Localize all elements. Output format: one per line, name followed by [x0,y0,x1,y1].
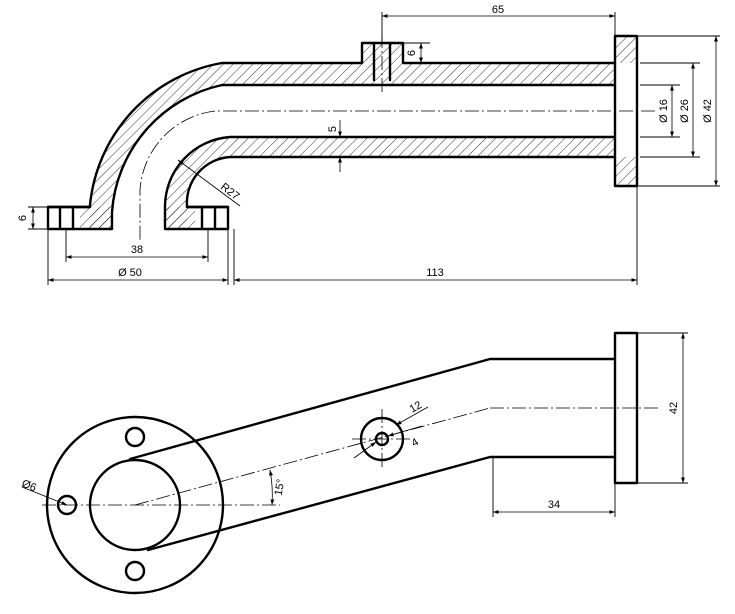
dim-text-5: 5 [327,126,339,132]
plan-view: Ø6 12 4 15° 42 34 [20,331,688,595]
dim-text-d50: Ø 50 [118,267,142,279]
bolt-hole-bottom [124,560,146,582]
pipe-outer-contour [46,41,617,231]
left-flange-section [80,207,195,229]
dim-text-d26: Ø 26 [679,99,691,123]
dim-text-12: 12 [408,399,425,416]
dim-line-r27 [177,159,241,207]
dim-arc-15 [269,469,275,506]
pipe-plan-outline [128,357,617,552]
dim-text-d16: Ø 16 [658,99,670,123]
dim-text-d6: Ø6 [20,478,38,495]
front-section-view: 65 6 Ø 16 Ø 26 Ø 42 5 R27 6 38 [17,4,720,285]
pipe-inner-contour [163,135,617,231]
dim-text-r27: R27 [218,181,241,203]
pipe-centerline [139,110,655,240]
dim-text-6-boss: 6 [406,50,418,56]
dim-text-113: 113 [426,267,444,279]
dim-line-d6 [21,486,68,506]
boss-hole-circle [374,431,390,447]
dim-text-15: 15° [273,478,288,496]
upper-wall-section [90,43,615,229]
bolt-hole-left [56,494,78,516]
dim-text-4: 4 [410,436,421,449]
right-flange-section [615,36,637,186]
dim-line-4-b [353,441,377,459]
dim-line-12 [395,406,429,426]
boss-outer-circle [359,416,405,462]
dim-text-38: 38 [131,244,143,256]
bolt-hole-top [124,426,146,448]
plan-centerline-angled [134,407,491,506]
dim-text-34: 34 [548,499,560,511]
lower-wall-section [165,137,615,229]
plan-right-flange [613,331,639,485]
round-flange [45,415,225,595]
dim-text-42-plan: 42 [668,402,680,414]
dim-text-6-flange: 6 [17,215,29,221]
dim-line-4-a [387,425,423,437]
dim-text-d42: Ø 42 [702,99,714,123]
dim-text-65: 65 [492,4,504,16]
pipe-bore-circle [88,458,182,552]
